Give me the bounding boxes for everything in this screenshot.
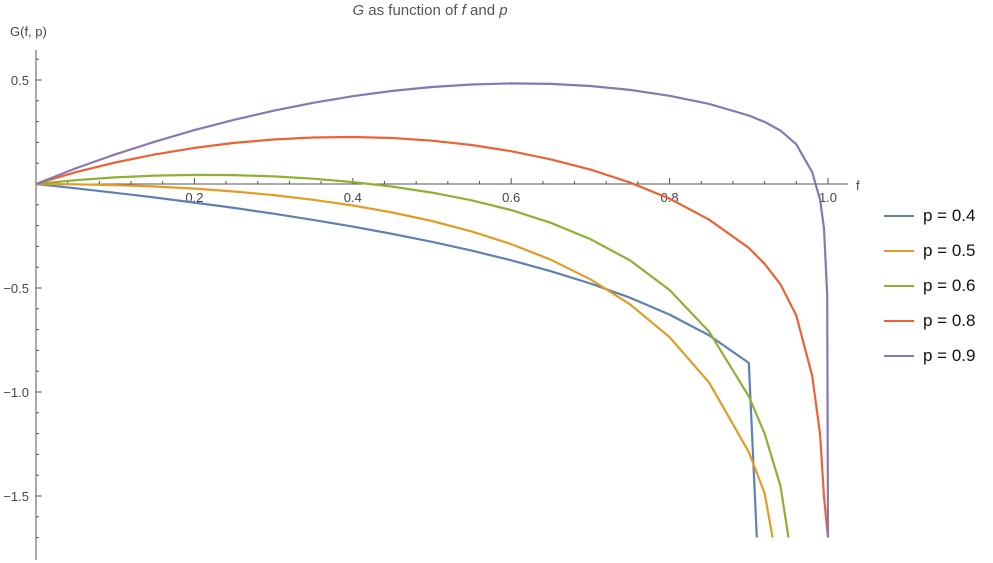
legend-item: p = 0.5	[884, 233, 975, 268]
legend-swatch	[884, 249, 914, 252]
legend-item: p = 0.6	[884, 268, 975, 303]
legend-label: p = 0.4	[923, 205, 976, 225]
legend: p = 0.4 p = 0.5 p = 0.6 p = 0.8 p = 0.9	[884, 198, 975, 373]
legend-item: p = 0.8	[884, 303, 975, 338]
legend-label: p = 0.5	[923, 240, 976, 260]
series-layer	[36, 82, 830, 538]
title-part: p	[499, 2, 508, 19]
series-line-p09	[36, 82, 830, 538]
title-part: and	[465, 2, 500, 19]
legend-label: p = 0.8	[923, 310, 976, 330]
x-tick-label: 0.6	[502, 190, 520, 205]
y-tick-label: 0.5	[11, 73, 29, 88]
y-tick-label: −0.5	[3, 281, 29, 296]
series-line-p08	[36, 135, 830, 538]
title-part: f	[461, 2, 466, 19]
legend-label: p = 0.6	[923, 275, 976, 295]
legend-swatch	[884, 354, 914, 357]
x-axis-label: f	[856, 178, 860, 193]
series-line-p06	[36, 173, 790, 538]
x-tick-label: 0.4	[344, 190, 362, 205]
legend-item: p = 0.4	[884, 198, 975, 233]
chart-title: G as function of f and p	[0, 2, 860, 19]
y-axis-label: G(f, p)	[10, 24, 47, 39]
y-tick-label: −1.0	[3, 385, 29, 400]
series-line-p05	[36, 182, 774, 538]
title-part: G	[352, 2, 365, 19]
x-tick-label: 1.0	[819, 190, 837, 205]
legend-item: p = 0.9	[884, 338, 975, 373]
legend-label: p = 0.9	[923, 345, 976, 365]
legend-swatch	[884, 214, 914, 217]
axes	[35, 50, 848, 560]
title-part: as function of	[364, 2, 462, 19]
y-tick-label: −1.5	[3, 489, 29, 504]
series-line-p04	[36, 182, 758, 538]
legend-swatch	[884, 284, 914, 287]
ticks	[36, 58, 829, 539]
legend-swatch	[884, 319, 914, 322]
